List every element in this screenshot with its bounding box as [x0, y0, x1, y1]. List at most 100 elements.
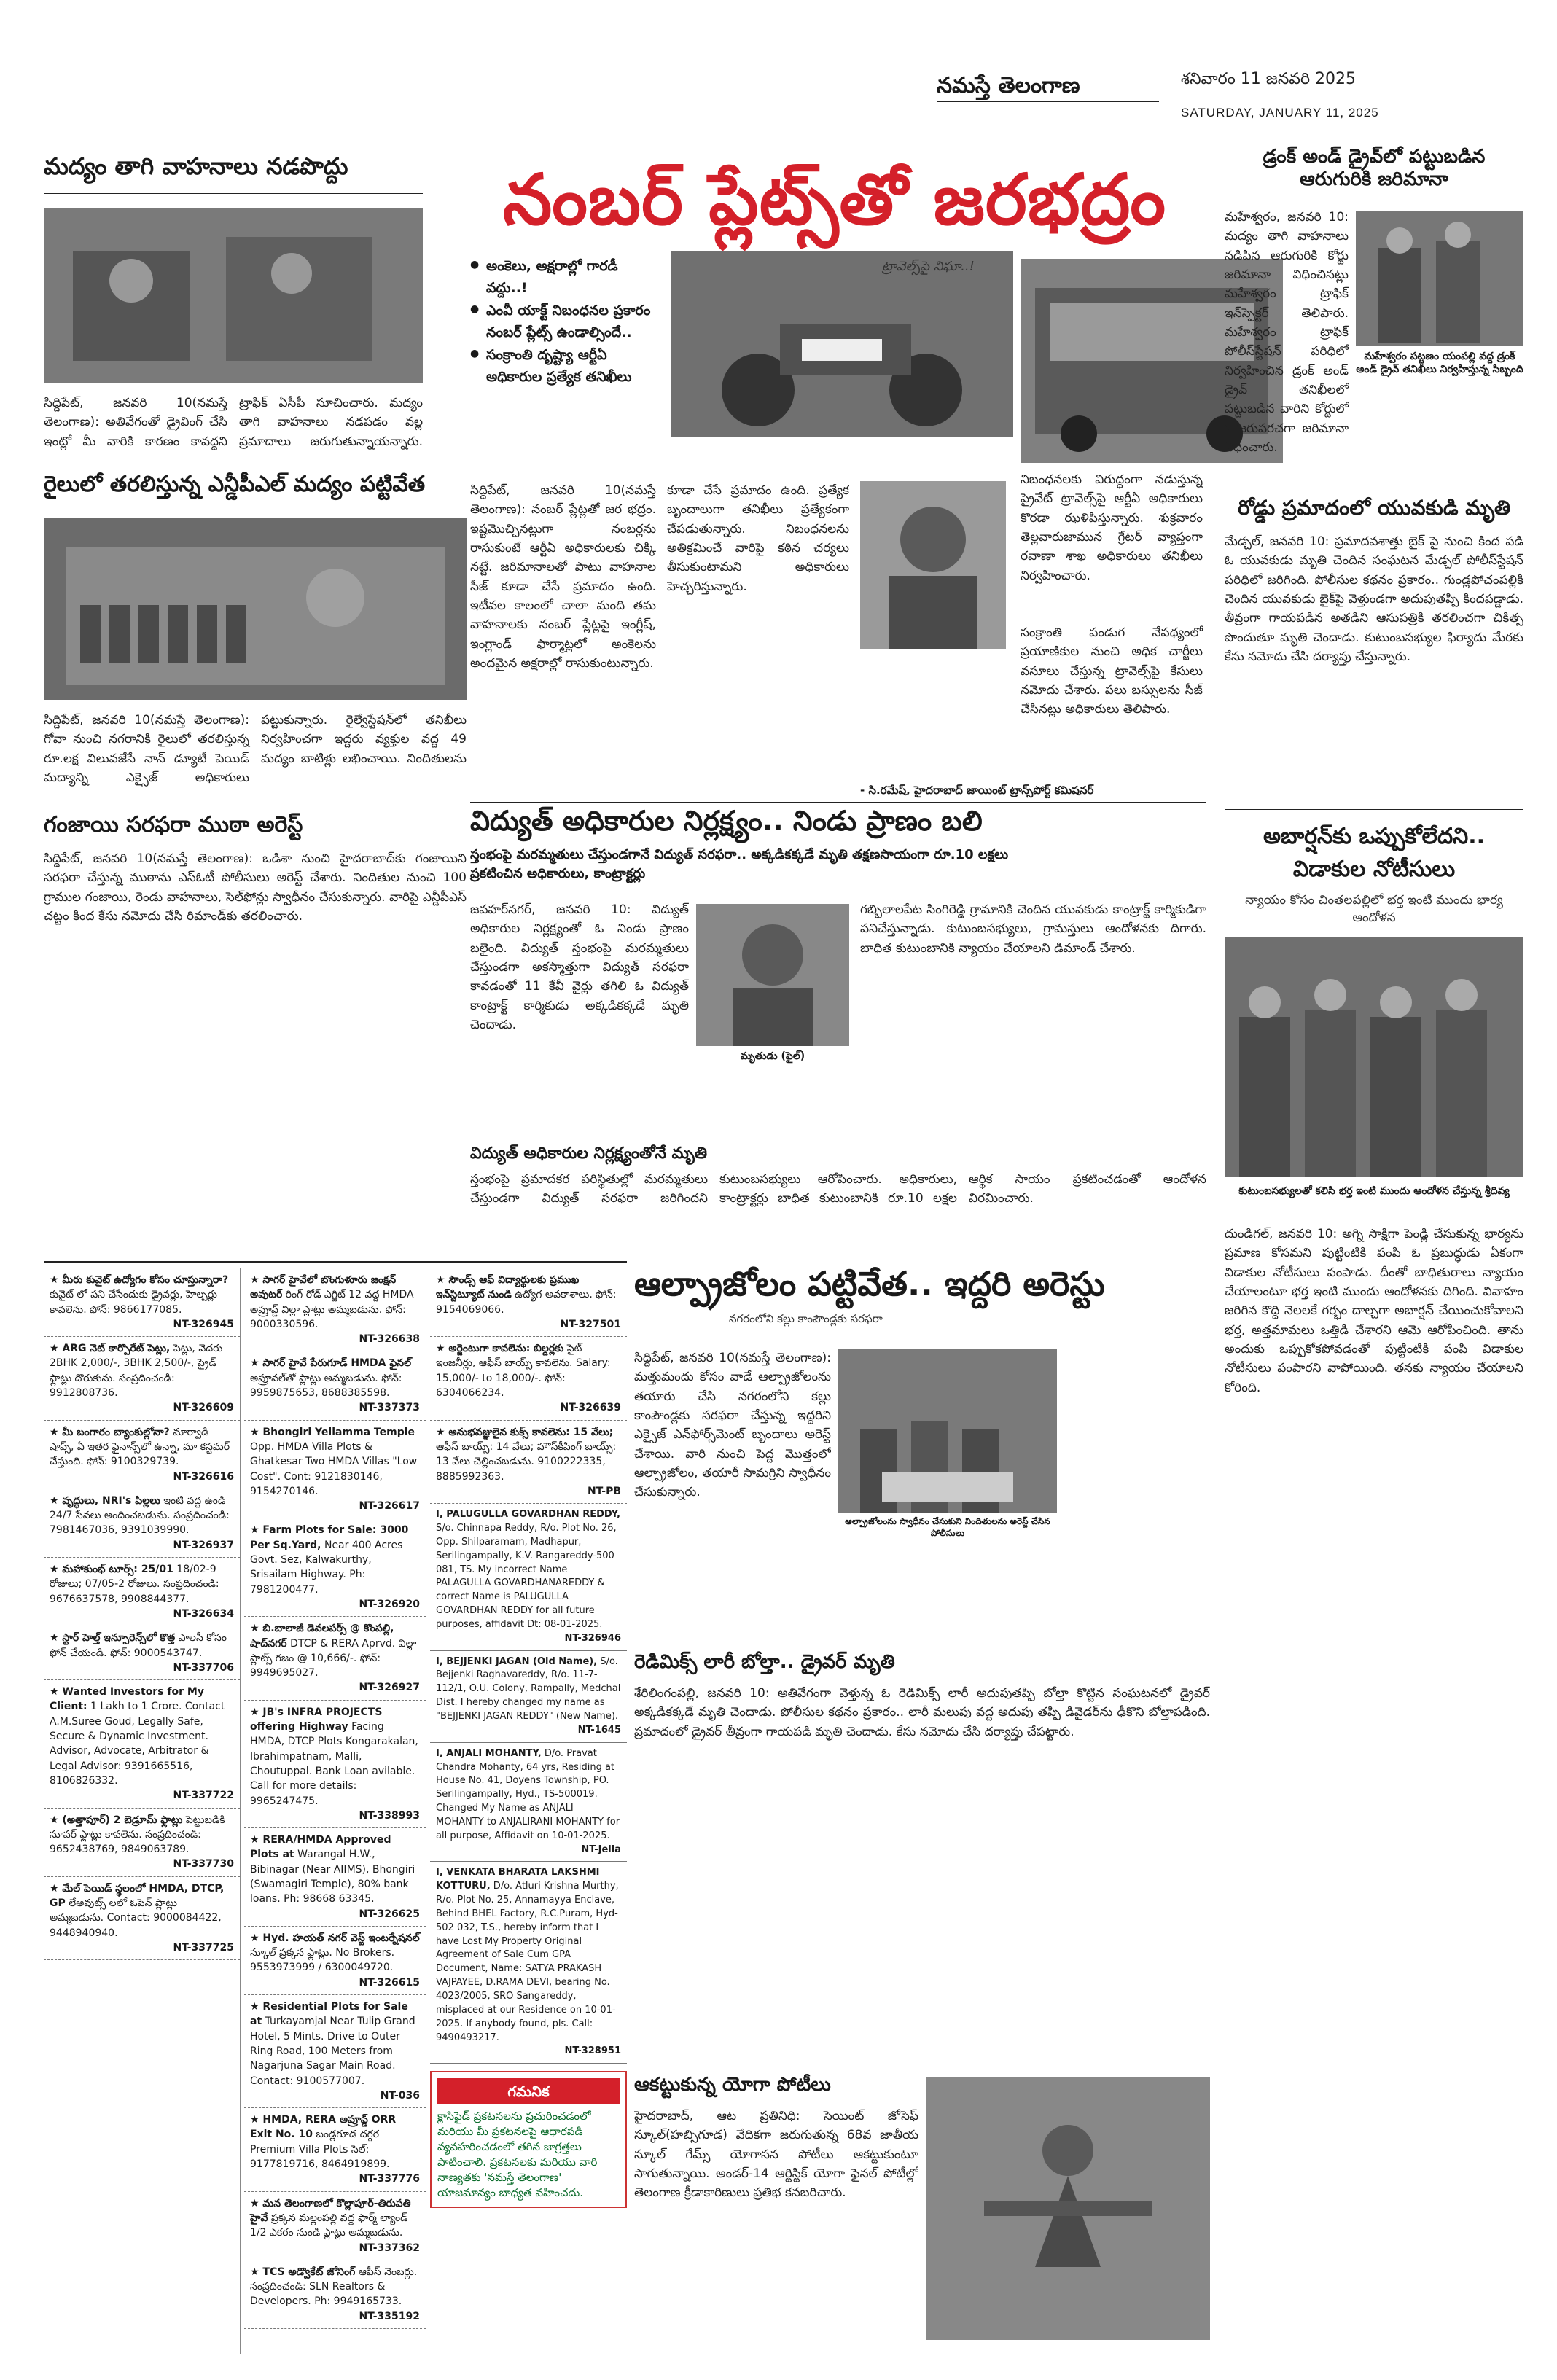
- ad-text: మార్వాడి షాప్స్, ఏ ఇతర ఫైనాన్స్‌లో ఉన్నా…: [50, 1426, 230, 1468]
- ad-text: లేఅవుట్స్ లలో ఓపెన్ ప్లాట్లు అమ్మబడును. …: [50, 1897, 222, 1939]
- ad-lead: ★ స్టార్ హెల్త్ ఇన్సూరెన్స్‌లో కొత్త: [50, 1632, 176, 1644]
- ad-code: NT-326927: [359, 1682, 420, 1694]
- ad-code: NT-326625: [359, 1908, 420, 1920]
- left-top-photo: [44, 208, 423, 383]
- ad-lead: ★ Hyd. హయత్ నగర్ వెస్ట్ ఇంటర్నేషనల్: [250, 1932, 420, 1944]
- namaste-disclaimer-box: గమనిక క్లాసిఫైడ్ ప్రకటనలను ప్రచురించడంలో…: [430, 2071, 627, 2209]
- ad-code: NT-326920: [359, 1598, 420, 1610]
- classified-ad: ★ సౌండ్స్ ఆఫ్ విద్యార్థులకు ప్రముఖ ఇన్‌స…: [430, 1268, 627, 1338]
- left-second-headline: రైలులో తరలిస్తున్న ఎన్డీపీఎల్ మద్యం పట్ట…: [44, 472, 426, 497]
- ad-text: Turkayamjal Near Tulip Grand Hotel, 5 Mi…: [250, 2016, 415, 2087]
- section-divider: [44, 1261, 627, 1263]
- ganja-body: సిద్దిపేట్, జనవరి 10(నమస్తే తెలంగాణ): ఒడ…: [44, 851, 467, 924]
- notice-title: I, BEJJENKI JAGAN (Old Name),: [436, 1655, 598, 1667]
- ad-code: NT-337725: [173, 1941, 234, 1954]
- ganja-headline: గంజాయి సరఫరా ముఠా అరెస్ట్: [44, 812, 303, 838]
- ad-code: NT-337730: [173, 1858, 234, 1870]
- ad-lead: ★ మేల్ పెయిడ్ స్థలంలో HMDA, DTCP, GP: [50, 1882, 225, 1909]
- notice-text: S/o. Bejjenki Raghavareddy, R/o. 11-7-11…: [436, 1655, 621, 1722]
- classified-ad: ★ వృద్ధులు, NRI's పిల్లలు ఇంటి వద్ద ఉండి…: [44, 1489, 240, 1558]
- paper-name: నమస్తే తెలంగాణ: [937, 73, 1080, 98]
- ad-code: NT-326634: [173, 1607, 234, 1620]
- disclaimer-text: క్లాసిఫైడ్ ప్రకటనలను ప్రచురించడంలో మరియు…: [437, 2110, 598, 2200]
- ad-lead: ★ వృద్ధులు, NRI's పిల్లలు: [50, 1494, 160, 1507]
- ad-text: సైట్ ఇంజనీర్లు, ఆఫీస్ బాయ్స్ కావలెను. Sa…: [436, 1343, 611, 1400]
- ad-code: NT-337776: [359, 2173, 420, 2185]
- legal-notice: I, PALUGULLA GOVARDHAN REDDY, S/o. Chinn…: [430, 1504, 627, 1651]
- ad-code: NT-326609: [173, 1402, 234, 1414]
- notice-text: D/o. Pravat Chandra Mohanty, 64 yrs, Res…: [436, 1747, 620, 1841]
- ad-lead: ★ RERA/HMDA Approved Plots at: [250, 1834, 391, 1861]
- ad-code: NT-335192: [359, 2310, 420, 2322]
- electric-subhead: స్తంభంపై మరమ్మతులు చేస్తుండగానే విద్యుత్…: [470, 847, 1009, 882]
- electric-photo-caption: మృతుడు (ఫైల్): [740, 1050, 805, 1062]
- lead-body-3: నిబంధనలకు విరుద్ధంగా నడుస్తున్న ప్రైవేట్…: [1021, 472, 1203, 583]
- masthead: నమస్తే తెలంగాణ శనివారం 11 జనవరి 2025 SAT…: [0, 0, 1557, 131]
- ad-text: ఇంటి వద్ద ఉండి 24/7 సేవలు అందించబడును. స…: [50, 1494, 230, 1537]
- ad-code: NT-326937: [173, 1539, 234, 1551]
- classified-ad: ★ మన తెలంగాణలో కొల్లాపూర్-తిరుపతి హైవే ప…: [244, 2192, 426, 2260]
- classified-ad: ★ Hyd. హయత్ నగర్ వెస్ట్ ఇంటర్నేషనల్ స్కూ…: [244, 1927, 426, 1996]
- lead-headline: నంబర్ ప్లేట్స్‌తో జరభద్రం: [502, 159, 1167, 241]
- electric-body-2: గబ్బిలాలపేట సింగిరెడ్డి గ్రామానికి చెంది…: [860, 902, 1206, 956]
- notice-title: I, ANJALI MOHANTY,: [436, 1747, 542, 1759]
- road-accident-body: మేడ్చల్, జనవరి 10: ప్రమాదవశాత్తు బైక్ పై…: [1225, 534, 1523, 665]
- ad-lead: ★ ARG నెట్ కార్పొరేట్ పెట్లు,: [50, 1343, 171, 1355]
- lead-kicker: ట్రావెల్స్‌పై నిఘా..!: [882, 259, 975, 274]
- electric-sub2-body: స్తంభంపై ప్రమాదకర పరిస్థితుల్లో మరమ్మతుల…: [470, 1172, 1206, 1206]
- abortion-headline: అబార్షన్‌కు ఒప్పుకోలేదని.. విడాకుల నోటీస…: [1263, 824, 1485, 882]
- ad-text: Warangal H.W., Bibinagar (Near AIIMS), B…: [250, 1849, 415, 1905]
- ad-text: బండ్లగూడ దగ్గర Premium Villa Plots సెల్:…: [250, 2129, 390, 2171]
- ad-text: Near 400 Acres Govt. Sez, Kalwakurthy, S…: [250, 1539, 403, 1596]
- classified-ad: ★ మహాకుంభ్ టూర్స్: 25/01 18/02-9 రోజులు;…: [44, 1558, 240, 1627]
- ad-text: ఆఫీస్ బాయ్స్: 14 వేలు; హౌస్‌కీపింగ్ బాయ్…: [436, 1440, 617, 1483]
- ad-lead: ★ సాగర్ హైవే పేరుగూడ్ HMDA ఫైనల్: [250, 1357, 412, 1370]
- ad-lead: ★ సౌండ్స్ ఆఫ్ విద్యార్థులకు ప్రముఖ ఇన్‌స…: [436, 1274, 580, 1301]
- lead-photo-bus: [1021, 259, 1283, 463]
- readymix-headline: రెడిమిక్స్ లారీ బోల్తా.. డ్రైవర్ మృతి: [634, 1651, 895, 1673]
- abortion-body: దుండిగల్, జనవరి 10: అగ్ని సాక్షిగా పెండ్…: [1225, 1227, 1523, 1395]
- date-telugu: శనివారం 11 జనవరి 2025: [1181, 70, 1356, 88]
- alprazolam-headline: ఆల్ప్రాజోలం పట్టివేత.. ఇద్దరి అరెస్టు: [634, 1264, 1105, 1303]
- ad-code: NT-337722: [173, 1790, 234, 1802]
- notice-code: NT-Jella: [581, 1843, 621, 1855]
- right-top-photo: [1356, 211, 1523, 346]
- yoga-photo: [926, 2077, 1210, 2340]
- ad-text: స్కూల్ ప్రక్కన ఫ్లాట్లు. No Brokers. 955…: [250, 1947, 395, 1974]
- left-top-body: సిద్దిపేట్, జనవరి 10(నమస్తే తెలంగాణ): అత…: [44, 396, 423, 449]
- classified-ad: ★ Bhongiri Yellamma Temple Opp. HMDA Vil…: [244, 1421, 426, 1519]
- readymix-body: శేరిలింగంపల్లి, జనవరి 10: అతివేగంగా వెళ్…: [634, 1686, 1210, 1739]
- ad-code: NT-337706: [173, 1661, 234, 1674]
- classified-ad: ★ TCS అడ్వొకేట్ జోనింగ్ ఆఫీస్ నెంబర్లు. …: [244, 2260, 426, 2329]
- lead-photo-bike: [671, 251, 1013, 437]
- classified-ad: ★ RERA/HMDA Approved Plots at Warangal H…: [244, 1828, 426, 1927]
- notice-text: D/o. Atluri Krishna Murthy, R/o. Plot No…: [436, 1881, 619, 2043]
- ad-code: NT-337362: [359, 2242, 420, 2254]
- classified-ad: ★ HMDA, RERA అప్రూవ్డ్ ORR Exit No. 10 బ…: [244, 2108, 426, 2192]
- ad-text: DTCP & RERA Aprvd. విల్లా ప్లాట్స్ గజం @…: [250, 1637, 417, 1679]
- ad-code: NT-327501: [560, 1318, 621, 1330]
- section-divider: [470, 802, 1206, 803]
- section-divider: [1225, 809, 1523, 810]
- ad-text: పాలసీ కోసం ఫోన్ చేయండి. ఫోన్: 9000543747…: [50, 1632, 227, 1659]
- lead-body-2: కూడా చేసే ప్రమాదం ఉంది. ప్రత్యేక బృందాలు…: [667, 483, 849, 594]
- electric-sub2-headline: విద్యుత్ అధికారుల నిర్లక్ష్యంతోనే మృతి: [470, 1144, 708, 1163]
- classifieds-column-2: ★ సాగర్ హైవేలో బొంగుళూరు జంక్షన్ అవుటర్ …: [244, 1268, 426, 2354]
- notice-title: I, PALUGULLA GOVARDHAN REDDY,: [436, 1509, 620, 1521]
- ad-lead: ★ మీరు కువైట్ ఉద్యోగం కోసం చూస్తున్నారా?: [50, 1274, 229, 1286]
- classified-ad: ★ మేల్ పెయిడ్ స్థలంలో HMDA, DTCP, GP లేఅ…: [44, 1877, 240, 1961]
- classified-ad: ★ మీరు కువైట్ ఉద్యోగం కోసం చూస్తున్నారా?…: [44, 1268, 240, 1338]
- abortion-photo-caption: కుటుంబసభ్యులతో కలిసి భర్త ఇంటి ముందు ఆంద…: [1238, 1185, 1510, 1197]
- ad-text: పెట్టుబడికి సూపర్ ఫ్లాట్లు కావలెను. సంప్…: [50, 1814, 225, 1856]
- masthead-rule: [937, 101, 1159, 102]
- ad-lead: ★ HMDA, RERA అప్రూవ్డ్ ORR Exit No. 10: [250, 2114, 397, 2141]
- electric-body: జవహర్‌నగర్, జనవరి 10: విద్యుత్ అధికారుల …: [470, 902, 689, 1033]
- lead-bullet: సంక్రాంతి దృష్ట్యా ఆర్టీఏ అధికారుల ప్రత్…: [470, 344, 660, 389]
- left-second-photo: [44, 518, 467, 700]
- ad-text: Facing HMDA, DTCP Plots Kongarakalan, Ib…: [250, 1721, 418, 1807]
- lead-photo-official: [860, 481, 1006, 649]
- ad-lead: ★ మన తెలంగాణలో కొల్లాపూర్-తిరుపతి హైవే: [250, 2197, 411, 2224]
- ad-text: అప్రూవల్‌తో ప్లాట్లు అమ్మబడును. ఫోన్: 99…: [250, 1372, 402, 1400]
- yoga-body: హైదరాబాద్, ఆట ప్రతినిధి: సెయింట్ జోసెఫ్ …: [634, 2109, 918, 2201]
- classified-ad: ★ సాగర్ హైవేలో బొంగుళూరు జంక్షన్ అవుటర్ …: [244, 1268, 426, 1352]
